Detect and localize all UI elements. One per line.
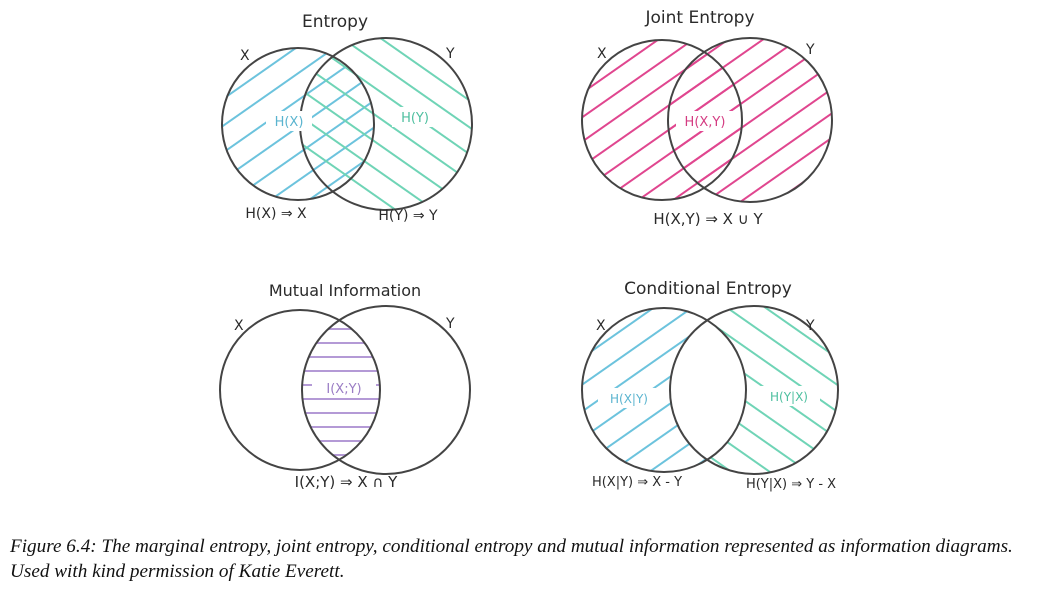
hy-label-bg — [392, 107, 438, 127]
mutual-information-panel: Mutual Information X Y I(X;Y) I(X;Y) ⇒ X… — [219, 281, 471, 491]
set-x-circle — [219, 309, 381, 471]
y-label: Y — [805, 42, 815, 58]
entropy-eq-left: H(X) ⇒ X — [245, 206, 307, 222]
conditional-eq-left: H(X|Y) ⇒ X - Y — [592, 475, 682, 490]
set-y-circle — [301, 305, 471, 475]
hy-given-x-hatch — [660, 300, 850, 480]
hy-given-x-label-bg — [758, 386, 820, 406]
y-label: Y — [445, 46, 455, 62]
ixy-region-label: I(X;Y) — [326, 382, 361, 397]
hy-hatch — [300, 38, 472, 210]
conditional-eq-right: H(Y|X) ⇒ Y - X — [746, 477, 836, 492]
joint-entropy-panel: Joint Entropy X Y H(X,Y) H(X,Y) ⇒ X ∪ Y — [581, 8, 833, 228]
set-x-circle — [581, 39, 743, 201]
entropy-title: Entropy — [302, 12, 368, 32]
joint-title: Joint Entropy — [644, 8, 754, 28]
hxy-label-bg — [676, 111, 734, 131]
x-label: X — [240, 48, 250, 64]
hx-given-y-region-label: H(X|Y) — [610, 392, 648, 406]
conditional-title: Conditional Entropy — [624, 279, 792, 299]
information-diagrams-figure: Entropy X Y H(X) H(Y) H(X) ⇒ X H(Y) ⇒ Y … — [219, 8, 850, 492]
entropy-panel: Entropy X Y H(X) H(Y) H(X) ⇒ X H(Y) ⇒ Y — [221, 12, 473, 224]
y-label: Y — [805, 318, 815, 334]
hy-region-label: H(Y) — [401, 111, 429, 126]
x-label: X — [234, 318, 244, 334]
set-x-circle — [581, 307, 747, 473]
entropy-eq-right: H(Y) ⇒ Y — [378, 208, 438, 224]
figure-caption: Figure 6.4: The marginal entropy, joint … — [10, 536, 1013, 582]
conditional-entropy-panel: Conditional Entropy X Y H(X|Y) H(Y|X) H(… — [570, 279, 850, 492]
set-y-circle — [669, 305, 839, 475]
mutual-title: Mutual Information — [269, 281, 421, 300]
hxy-region-label: H(X,Y) — [685, 115, 726, 130]
x-label: X — [597, 46, 607, 62]
set-y-circle — [667, 37, 833, 203]
ixy-hatch — [302, 310, 380, 470]
hx-given-y-label-bg — [598, 388, 660, 408]
set-x-circle — [221, 47, 375, 201]
x-label: X — [596, 318, 606, 334]
joint-eq: H(X,Y) ⇒ X ∪ Y — [653, 210, 763, 228]
hx-label-bg — [266, 111, 312, 131]
ixy-label-bg — [312, 378, 376, 398]
y-label: Y — [445, 316, 455, 332]
hx-region-label: H(X) — [275, 115, 304, 130]
mutual-eq: I(X;Y) ⇒ X ∩ Y — [295, 473, 399, 491]
hy-given-x-region-label: H(Y|X) — [770, 390, 808, 404]
